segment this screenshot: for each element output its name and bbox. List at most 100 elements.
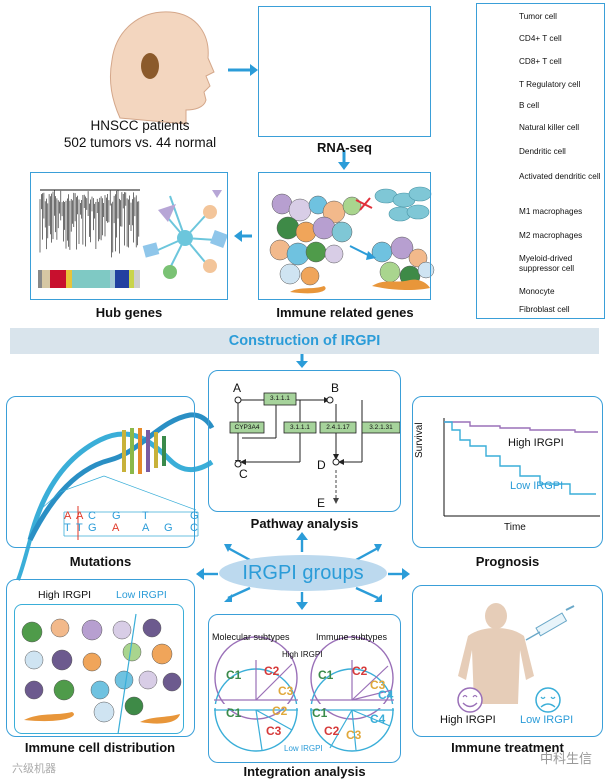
integration-pies bbox=[212, 636, 396, 752]
banner-title: Construction of IRGPI bbox=[228, 333, 381, 349]
arrow-to-pathway bbox=[296, 354, 308, 368]
enzyme-label-5: 3.2.1.31 bbox=[369, 424, 393, 431]
legend-label-12: Fibroblast cell bbox=[519, 305, 570, 314]
distribution-cell bbox=[114, 670, 134, 690]
immune-cell bbox=[342, 196, 362, 216]
survival-plot bbox=[443, 418, 600, 517]
rnaseq-panel bbox=[258, 6, 431, 137]
pie-slice-label: C3 bbox=[266, 724, 282, 738]
prognosis-label: Prognosis bbox=[475, 554, 540, 569]
legend-label-4: B cell bbox=[519, 101, 540, 110]
legend-label-11: Monocyte bbox=[519, 287, 555, 296]
legend-label-9: M2 macrophages bbox=[519, 231, 583, 240]
pie-slice-label: C3 bbox=[278, 684, 294, 698]
distribution-cell bbox=[112, 620, 132, 640]
bottom-base: A bbox=[142, 522, 150, 534]
legend-label-5: Natural killer cell bbox=[519, 123, 580, 132]
treatment-low-label: Low IRGPI bbox=[520, 714, 574, 726]
treatment-label: Immune treatment bbox=[451, 740, 564, 755]
pie-slice-label: C2 bbox=[352, 664, 368, 678]
patient-head-icon bbox=[109, 11, 215, 125]
immune-cell bbox=[300, 266, 320, 286]
pie-slice-label: C3 bbox=[346, 728, 362, 742]
patients-subtitle: 502 tumors vs. 44 normal bbox=[63, 135, 217, 150]
pathway-node-b: B bbox=[331, 381, 340, 395]
sad-face-icon bbox=[535, 687, 561, 713]
immune-genes-panel bbox=[258, 172, 431, 300]
immune-cell bbox=[390, 236, 414, 260]
fibroblast-shape bbox=[140, 714, 180, 724]
top-base: A bbox=[76, 510, 84, 522]
treatment-high-label: High IRGPI bbox=[440, 714, 496, 726]
immune-cell bbox=[331, 221, 353, 243]
distribution-cell bbox=[50, 618, 70, 638]
bottom-base: G bbox=[164, 522, 173, 534]
pie-slice-label: C4 bbox=[370, 712, 386, 726]
enzyme-label-1: 3.1.1.1 bbox=[270, 395, 290, 402]
dna-helix-icon bbox=[16, 412, 215, 581]
top-base: G bbox=[190, 510, 199, 522]
prognosis-low-label: Low IRGPI bbox=[510, 480, 564, 492]
distribution-high-label: High IRGPI bbox=[38, 589, 92, 601]
distribution-cell bbox=[53, 679, 75, 701]
distribution-cell bbox=[162, 672, 182, 692]
fibroblast-shape bbox=[24, 712, 74, 722]
pie-slice-label: C2 bbox=[324, 724, 340, 738]
hub-genes-label: Hub genes bbox=[95, 305, 163, 320]
bottom-base: C bbox=[190, 522, 198, 534]
arrow-to-rnaseq bbox=[228, 64, 258, 76]
top-base: T bbox=[142, 510, 149, 522]
molecular-subtypes-label: Molecular subtypes bbox=[212, 632, 290, 642]
top-base: C bbox=[88, 510, 96, 522]
distribution-cell bbox=[21, 621, 43, 643]
tumor-cell bbox=[408, 186, 432, 202]
prognosis-high-label: High IRGPI bbox=[508, 437, 564, 449]
pie-slice-label: C2 bbox=[264, 664, 280, 678]
pie-slice-label: C1 bbox=[312, 706, 328, 720]
module-color-bar bbox=[38, 270, 140, 288]
pathway-label: Pathway analysis bbox=[250, 516, 359, 531]
bottom-base: T bbox=[64, 522, 71, 534]
bottom-base: T bbox=[76, 522, 83, 534]
pathway-node-a: A bbox=[233, 381, 242, 395]
treatment-panel bbox=[412, 585, 603, 737]
legend-label-7: Activated dendritic cell bbox=[519, 172, 601, 181]
mutations-panel bbox=[6, 396, 195, 548]
distribution-cell bbox=[93, 701, 115, 723]
prognosis-panel bbox=[412, 396, 603, 548]
construction-banner: Construction of IRGPI bbox=[10, 328, 599, 354]
immune-cell-cluster bbox=[269, 186, 435, 294]
pie-slice-label: C3 bbox=[370, 678, 386, 692]
bottom-base: G bbox=[88, 522, 97, 534]
distribution-panel bbox=[6, 579, 195, 737]
happy-face-icon bbox=[457, 687, 483, 713]
immune-cell bbox=[408, 248, 428, 268]
distribution-cell bbox=[24, 680, 44, 700]
low-irgpi-curve bbox=[444, 421, 596, 495]
watermark-right: 中科生信 bbox=[540, 751, 593, 766]
top-base: A bbox=[64, 510, 72, 522]
enzyme-label-3: 3.1.1.1 bbox=[290, 424, 310, 431]
group-arrows bbox=[196, 532, 410, 610]
distribution-cell bbox=[142, 618, 162, 638]
hub-network bbox=[142, 190, 228, 279]
enzyme-label-2: CYP3A4 bbox=[234, 424, 260, 431]
integration-low-label: Low IRGPI bbox=[284, 744, 323, 753]
distribution-cell bbox=[81, 619, 103, 641]
pie-slice-label: C1 bbox=[318, 668, 334, 682]
distribution-cells bbox=[21, 618, 182, 724]
pie-slice-label: C2 bbox=[272, 704, 288, 718]
legend-label-10: Myeloid-drived suppressor cell bbox=[519, 254, 575, 273]
legend-label-3: T Regulatory cell bbox=[519, 80, 581, 89]
integration-label: Integration analysis bbox=[243, 764, 366, 779]
patients-title: HNSCC patients bbox=[90, 118, 190, 133]
distribution-cell bbox=[138, 670, 158, 690]
legend-label-1: CD4+ T cell bbox=[519, 34, 562, 43]
legend-label-8: M1 macrophages bbox=[519, 207, 583, 216]
distribution-label: Immune cell distribution bbox=[24, 740, 176, 755]
dendrogram bbox=[39, 189, 140, 258]
mutations-label: Mutations bbox=[69, 554, 132, 569]
arrow-to-hub-genes bbox=[234, 230, 252, 242]
pie-slice-label: C4 bbox=[378, 688, 394, 702]
